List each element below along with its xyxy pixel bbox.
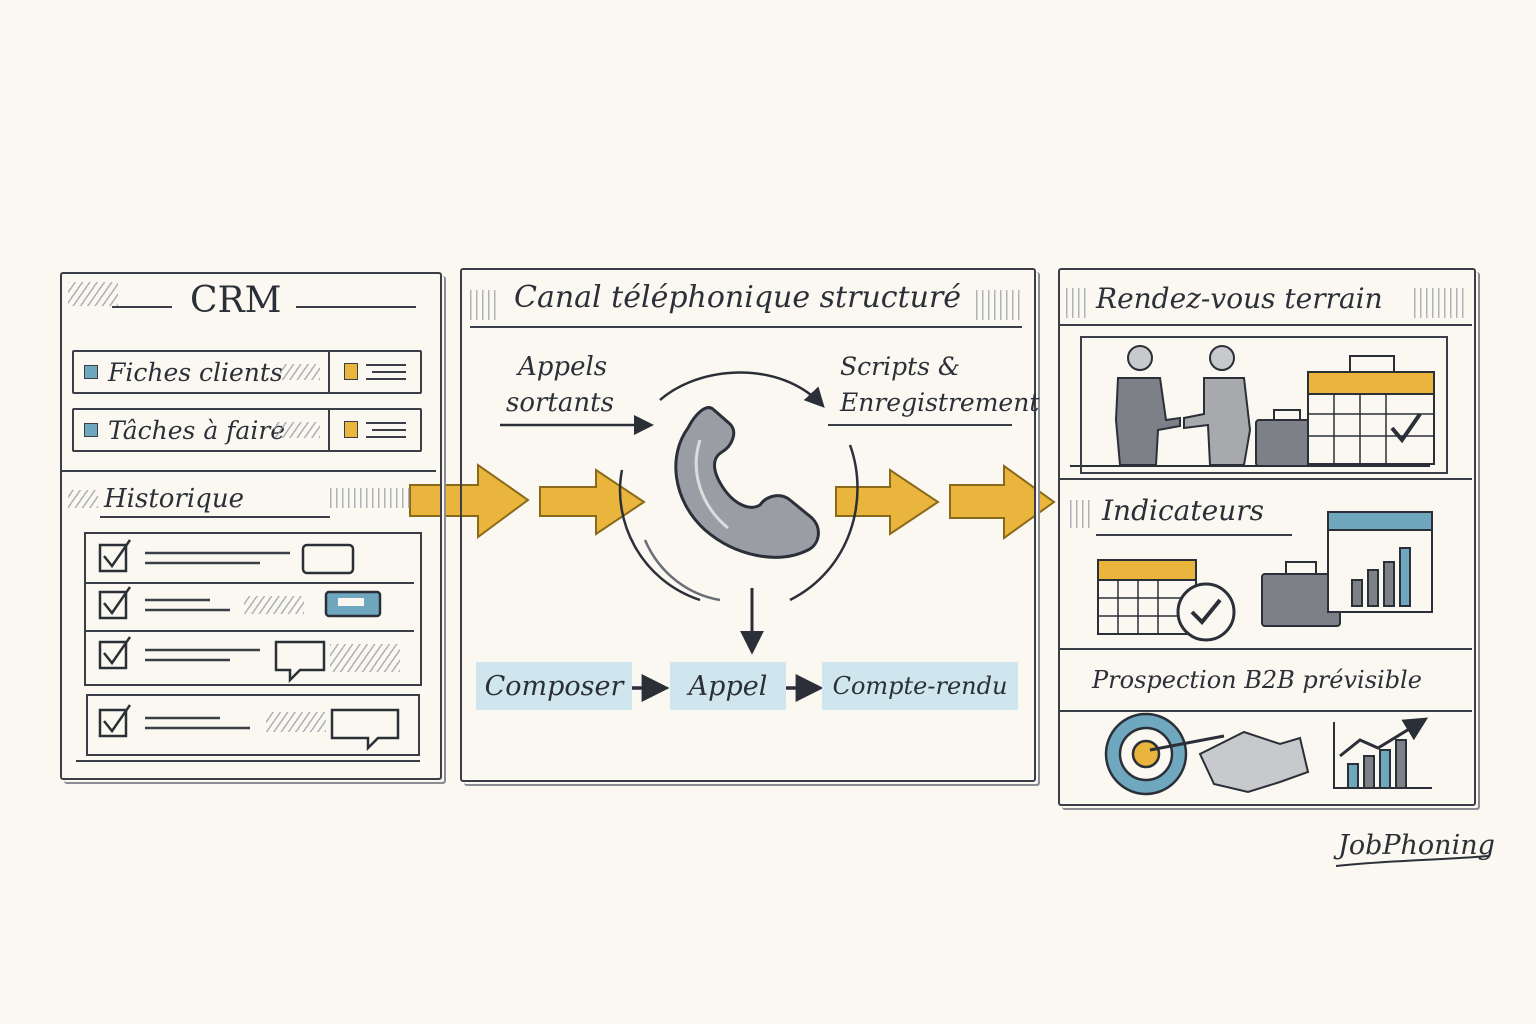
crm-title-rule-left (112, 306, 172, 308)
bar-chart-calendar-icon (1327, 511, 1433, 613)
crm-title-rule-right (296, 306, 416, 308)
history-row[interactable] (86, 694, 420, 756)
channel-title: Canal téléphonique structuré (514, 280, 962, 315)
crm-row-clients[interactable]: Fiches clients (72, 350, 422, 394)
field-panel (1058, 268, 1476, 806)
channel-title-rule (470, 326, 1022, 328)
meetings-illustration-frame (1080, 336, 1448, 474)
scripts-label-line1: Scripts & (840, 352, 961, 381)
step-report[interactable]: Compte-rendu (822, 662, 1018, 710)
meetings-title-hatch (1066, 288, 1090, 318)
scripts-underline (828, 424, 1012, 426)
history-row-hatch (244, 596, 304, 614)
crm-title-hatch (68, 282, 118, 306)
indicators-rule (1096, 534, 1292, 536)
meetings-title-hatch (1414, 288, 1464, 318)
history-row[interactable] (86, 584, 414, 632)
indicators-bottom-rule (1060, 648, 1472, 650)
indicators-title-hatch (1070, 500, 1094, 528)
calendar-check-icon (1307, 355, 1435, 465)
flow-arrow-channel-to-field (835, 464, 1056, 540)
calendar-approved-icon (1097, 559, 1236, 642)
crm-row-label: Tâches à faire (108, 416, 286, 445)
scripts-label-line2: Enregistrement (840, 388, 1040, 417)
row-hatch (274, 422, 320, 438)
chat-bubble-icons (274, 543, 400, 752)
history-check-icons (98, 539, 132, 738)
crm-title: CRM (190, 280, 282, 321)
handshake-icon (1198, 730, 1310, 794)
list-lines-icon (366, 362, 406, 380)
prospection-title: Prospection B2B prévisible (1092, 666, 1422, 694)
outgoing-calls-label-line2: sortants (506, 388, 614, 418)
history-row-hatch (266, 712, 326, 732)
row-divider (328, 410, 330, 450)
cycle-arrows (618, 371, 859, 602)
crm-row-tasks[interactable]: Tâches à faire (72, 408, 422, 452)
outgoing-calls-label-line1: Appels (518, 352, 608, 382)
history-text-lines (145, 551, 290, 730)
meetings-title: Rendez-vous terrain (1096, 282, 1383, 315)
clients-marker-icon (84, 365, 98, 379)
phone-icon (674, 406, 820, 559)
channel-title-hatch (470, 290, 500, 320)
row-hatch (280, 364, 320, 380)
meetings-rule (1060, 324, 1472, 326)
prospection-rule (1060, 710, 1472, 712)
brand-underline (1335, 855, 1489, 867)
handshake-people-icon (1070, 345, 1430, 467)
indicators-title: Indicateurs (1102, 494, 1264, 527)
growth-chart-icon (1333, 717, 1432, 789)
tasks-marker-icon (84, 423, 98, 437)
yellow-tag-icon (344, 363, 358, 380)
yellow-tag-icon (344, 421, 358, 438)
history-list (84, 532, 422, 686)
list-lines-icon (366, 420, 406, 438)
history-row[interactable] (86, 536, 414, 584)
history-vhatch (330, 488, 412, 508)
row-divider (328, 352, 330, 392)
crm-row-label: Fiches clients (108, 358, 283, 387)
history-row-hatch (330, 644, 400, 672)
history-title-hatch (68, 490, 98, 508)
brand-logo: JobPhoning (1338, 830, 1495, 861)
step-call[interactable]: Appel (670, 662, 786, 710)
crm-panel (60, 272, 442, 780)
channel-panel (460, 268, 1036, 782)
meetings-bottom-rule (1060, 478, 1472, 480)
history-title: Historique (104, 484, 244, 514)
history-title-rule (100, 516, 330, 518)
crm-section-rule (62, 470, 436, 472)
target-icon (1104, 712, 1225, 796)
step-compose[interactable]: Composer (476, 662, 632, 710)
flow-arrow-crm-to-channel (409, 463, 646, 539)
channel-title-hatch (976, 290, 1022, 320)
crm-bottom-rule (76, 760, 420, 762)
